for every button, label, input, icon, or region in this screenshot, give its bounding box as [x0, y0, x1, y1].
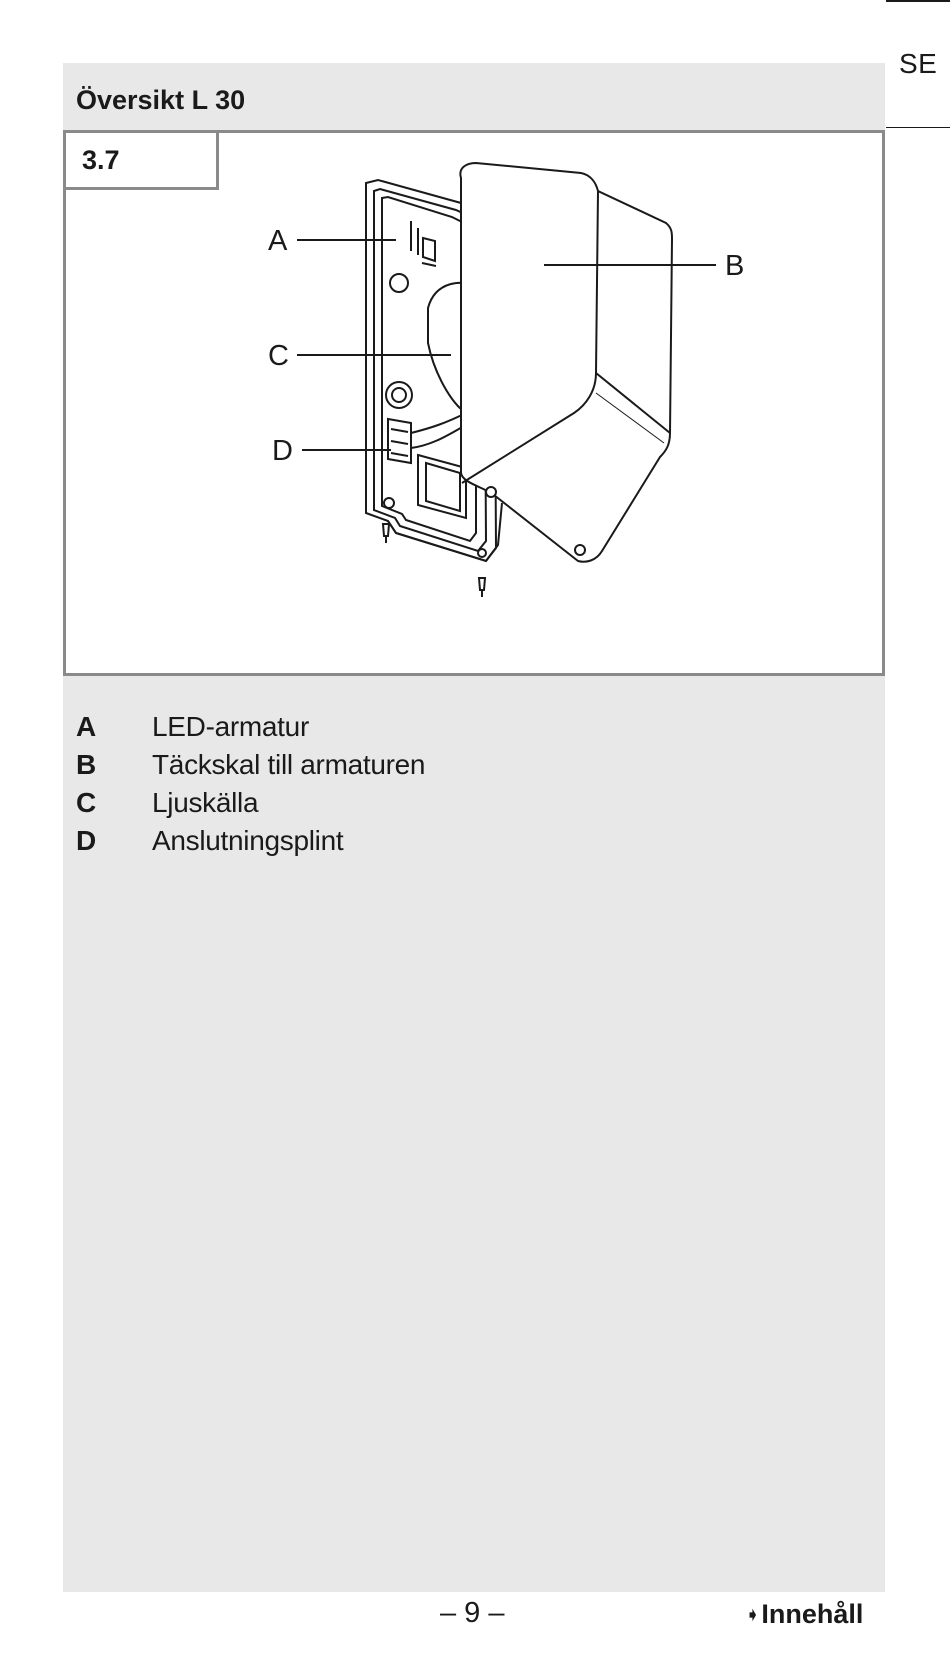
legend-key: B	[76, 749, 97, 780]
legend-label: Anslutningsplint	[152, 825, 344, 856]
legend-item: A LED-armatur	[76, 708, 425, 746]
figure: A B C D 3.7	[63, 130, 885, 676]
callout-d: D	[272, 435, 293, 467]
language-tab-rule-top	[886, 0, 950, 2]
legend-key: C	[76, 787, 97, 818]
overview-panel: Översikt L 30	[63, 63, 885, 1592]
contents-link-label: Innehåll	[761, 1599, 864, 1629]
contents-link[interactable]: ➧Innehåll	[746, 1599, 863, 1630]
luminaire-exploded-illustration: A B C D	[268, 161, 744, 597]
legend-label: Ljuskälla	[152, 787, 259, 818]
legend-key: A	[76, 711, 97, 742]
legend-item: C Ljuskälla	[76, 784, 425, 822]
cover-shell	[459, 161, 674, 563]
language-tab: SE	[899, 48, 938, 79]
figure-number: 3.7	[82, 145, 120, 175]
legend-item: D Anslutningsplint	[76, 822, 425, 860]
legend-item: B Täckskal till armaturen	[76, 746, 425, 784]
legend-label: LED-armatur	[152, 711, 309, 742]
section-title: Översikt L 30	[76, 85, 246, 115]
language-tab-rule-bottom	[886, 127, 950, 128]
callout-a: A	[268, 225, 288, 257]
callout-leaders	[297, 239, 716, 451]
legend-label: Täckskal till armaturen	[152, 749, 426, 780]
arrow-right-icon: ➧	[746, 1607, 760, 1624]
callout-c: C	[268, 340, 289, 372]
legend-key: D	[76, 825, 97, 856]
figure-number-box: 3.7	[66, 133, 219, 190]
legend-list: A LED-armatur B Täckskal till armaturen C L…	[76, 708, 425, 860]
callout-b: B	[725, 250, 744, 282]
page-number: – 9 –	[440, 1597, 505, 1629]
